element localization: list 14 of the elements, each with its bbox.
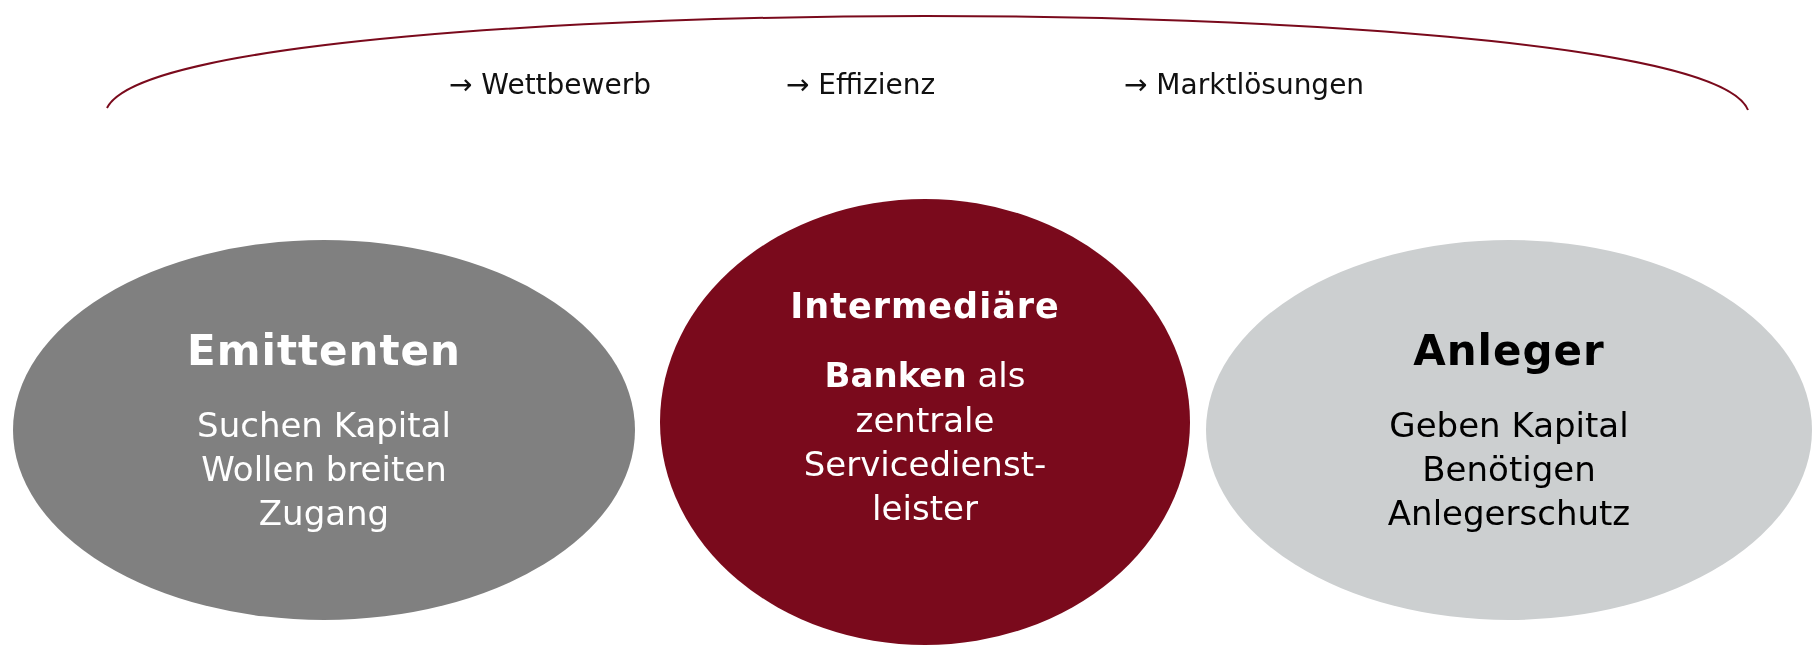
node-text: Geben Kapital bbox=[1389, 404, 1629, 447]
node-text: Benötigen Anlegerschutz bbox=[1386, 448, 1632, 536]
ellipse-node bbox=[1205, 239, 1813, 621]
node-text: Suchen Kapital bbox=[197, 404, 451, 447]
ellipse-node bbox=[659, 198, 1191, 646]
node-text: Banken als zentrale Servicedienst- leister bbox=[802, 354, 1048, 530]
node-heading: Emittenten bbox=[187, 325, 461, 378]
benefit-label: → Wettbewerb bbox=[449, 68, 651, 101]
node-heading: Intermediäre bbox=[790, 284, 1060, 328]
ellipse-node bbox=[12, 239, 636, 621]
benefit-label: → Marktlösungen bbox=[1124, 68, 1365, 101]
node-text: Wollen breiten Zugang bbox=[200, 448, 448, 536]
benefit-label: → Effizienz bbox=[786, 68, 936, 101]
node-heading: Anleger bbox=[1413, 325, 1605, 378]
